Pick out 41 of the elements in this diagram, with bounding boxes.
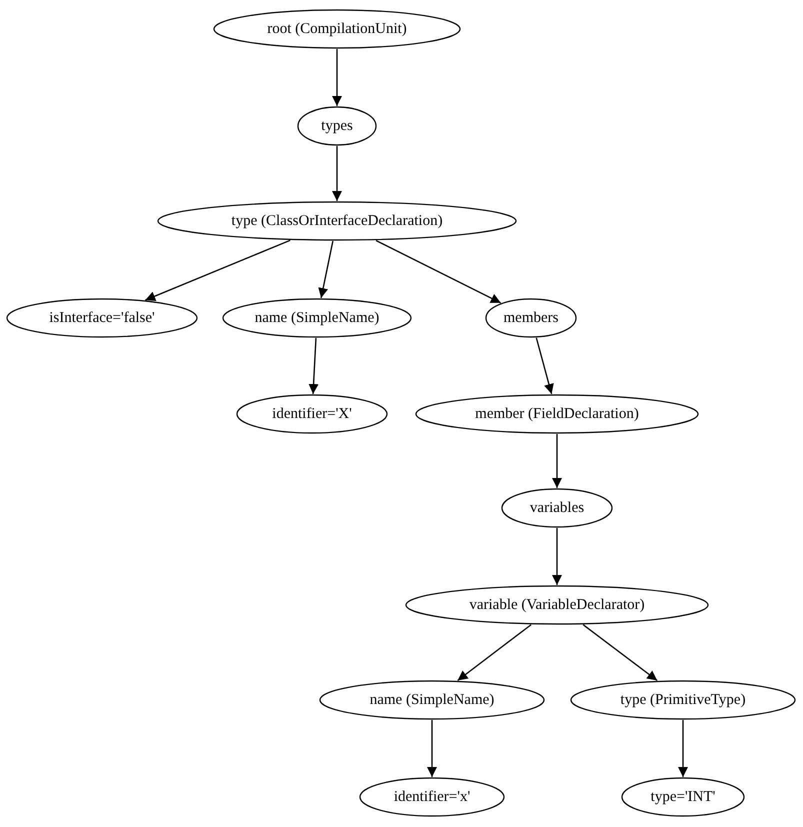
node-label: identifier='x': [394, 788, 470, 806]
node-label: members: [504, 308, 558, 328]
ellipse-node: [405, 585, 709, 625]
arrow: [552, 528, 562, 585]
node-label: member (FieldDeclaration): [475, 404, 639, 424]
arrow: [536, 338, 554, 394]
node-label: name (SimpleName): [370, 690, 494, 710]
node-label: types: [321, 116, 353, 136]
arrow: [457, 624, 532, 682]
ellipse-node: [157, 201, 517, 241]
ellipse-node: [621, 777, 745, 817]
ellipse-node: [319, 680, 545, 720]
ellipse-node: [6, 298, 198, 338]
node-label: type (PrimitiveType): [620, 690, 746, 710]
node-label: variables: [530, 498, 584, 518]
arrow: [332, 49, 342, 106]
ellipse-node: [501, 488, 613, 528]
arrow: [427, 720, 437, 777]
node-label: root (CompilationUnit): [267, 20, 407, 38]
node-label: type (ClassOrInterfaceDeclaration): [231, 212, 443, 230]
arrow: [308, 338, 319, 394]
arrow: [552, 434, 562, 488]
ellipse-node: [570, 680, 796, 720]
ellipse-node: [222, 298, 412, 338]
node-label: isInterface='false': [49, 308, 155, 328]
arrow: [582, 624, 658, 682]
node-label: type='INT': [650, 788, 716, 806]
arrow: [145, 240, 290, 301]
ellipse-node: [236, 394, 388, 434]
node-label: variable (VariableDeclarator): [469, 596, 645, 614]
arrow: [332, 146, 342, 201]
node-label: name (SimpleName): [254, 308, 380, 328]
node-label: identifier='X': [272, 404, 352, 424]
arrow: [376, 240, 502, 304]
ellipse-node: [213, 9, 461, 49]
arrow: [318, 240, 334, 298]
ellipse-node: [415, 394, 699, 434]
ellipse-node: [297, 106, 377, 146]
ellipse-node: [359, 777, 505, 817]
ellipse-node: [485, 298, 577, 338]
arrow: [678, 720, 688, 777]
